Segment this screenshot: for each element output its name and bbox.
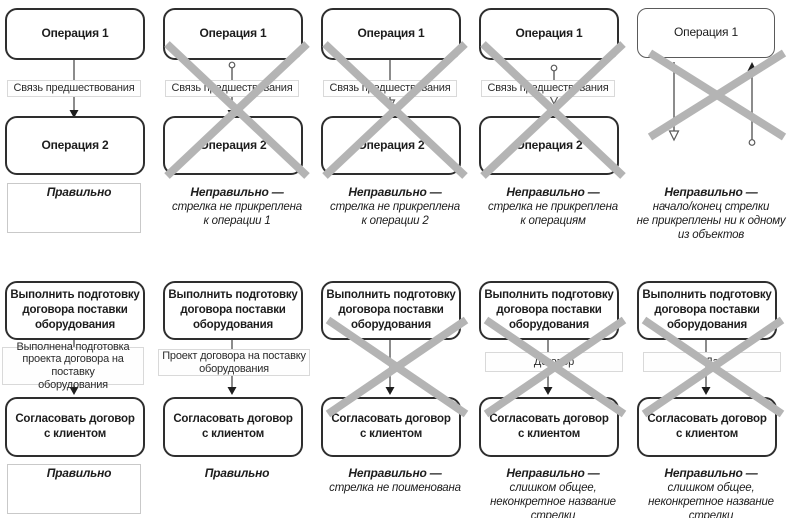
caption-body: стрелка не поименована: [329, 481, 461, 494]
cross-out-icon: [641, 316, 785, 418]
example-cell-generic-name: Выполнить подготовку договора поставки о…: [474, 268, 632, 518]
caption: Неправильно — слишком общее, неконкретно…: [633, 466, 789, 518]
caption: Неправильно — начало/конец стрелки не пр…: [633, 185, 789, 242]
operation-box: Выполнить подготовку договора поставки о…: [637, 281, 777, 340]
caption: Неправильно — стрелка не прикреплена к о…: [159, 185, 315, 228]
cross-out-icon: [480, 41, 626, 179]
example-cell-detached-both: Операция 1 Связь предшествования Операци…: [474, 0, 632, 268]
caption: Неправильно — стрелка не поименована: [317, 466, 473, 495]
caption-title: Неправильно —: [348, 466, 442, 480]
caption-frame: [7, 464, 141, 514]
caption-body: стрелка не прикреплена к операции 2: [330, 200, 460, 227]
caption-body: слишком общее, неконкретное название стр…: [490, 481, 616, 518]
caption-title: Правильно: [46, 466, 112, 480]
caption: Неправильно — стрелка не прикреплена к о…: [475, 185, 631, 228]
caption-title: Правильно: [46, 185, 112, 199]
caption-title: Неправильно —: [664, 185, 758, 199]
operation-box: Согласовать договор с клиентом: [479, 397, 619, 457]
caption-title: Неправильно —: [506, 185, 600, 199]
caption-body: стрелка не прикреплена к операциям: [488, 200, 618, 227]
caption: Неправильно — слишком общее, неконкретно…: [475, 466, 631, 518]
caption: Неправильно — стрелка не прикреплена к о…: [317, 185, 473, 228]
operation-box: Согласовать договор с клиентом: [5, 397, 145, 457]
caption-body: начало/конец стрелки не прикреплены ни к…: [636, 200, 786, 241]
caption-title: Неправильно —: [348, 185, 442, 199]
example-cell-generic-name2: Выполнить подготовку договора поставки о…: [632, 268, 790, 518]
operation-box: Выполнить подготовку договора поставки о…: [5, 281, 145, 340]
example-cell-detached-end: Операция 1 Связь предшествования Операци…: [316, 0, 474, 268]
operation-box: Согласовать договор с клиентом: [321, 397, 461, 457]
link-label: Проект договора на поставку оборудования: [158, 349, 310, 376]
operation-box: Операция 1: [479, 8, 619, 60]
operation-box: Операция 1: [163, 8, 303, 60]
example-cell-correct-link: Операция 1 Связь предшествования Операци…: [0, 0, 158, 268]
operation-box: Согласовать договор с клиентом: [163, 397, 303, 457]
operation-box: Выполнить подготовку договора поставки о…: [163, 281, 303, 340]
cross-out-icon: [322, 41, 468, 179]
cross-out-icon: [164, 41, 310, 179]
link-label: Связь предшествования: [165, 80, 299, 97]
cross-out-icon: [325, 316, 469, 418]
link-label: Связь предшествования: [7, 80, 141, 97]
caption-title: Правильно: [204, 466, 270, 480]
caption: Правильно: [159, 466, 315, 481]
operation-box: Операция 1: [321, 8, 461, 60]
caption-body: стрелка не прикреплена к операции 1: [172, 200, 302, 227]
cross-out-icon: [647, 49, 787, 141]
caption: Правильно: [1, 466, 157, 481]
operation-box: Операция 2: [5, 116, 145, 175]
caption-frame: [7, 183, 141, 233]
caption-title: Неправильно —: [506, 466, 600, 480]
operation-box: Операция 1: [5, 8, 145, 60]
caption-title: Неправильно —: [664, 466, 758, 480]
caption-title: Неправильно —: [190, 185, 284, 199]
operation-box: Операция 1: [637, 8, 775, 58]
example-cell-named-arrow-correct2: Выполнить подготовку договора поставки о…: [158, 268, 316, 518]
link-label: Выполнена подготовка проекта договора на…: [2, 341, 144, 391]
example-cell-detached-start: Операция 1 Связь предшествования Операци…: [158, 0, 316, 268]
example-cell-floating-arrows: Операция 1 Неправильно — начало/конец ст…: [632, 0, 790, 268]
caption: Правильно: [1, 185, 157, 200]
example-cell-named-arrow-correct: Выполнить подготовку договора поставки о…: [0, 268, 158, 518]
example-cell-unnamed-arrow: Выполнить подготовку договора поставки о…: [316, 268, 474, 518]
cross-out-icon: [483, 316, 627, 418]
caption-body: слишком общее, неконкретное название стр…: [648, 481, 774, 518]
